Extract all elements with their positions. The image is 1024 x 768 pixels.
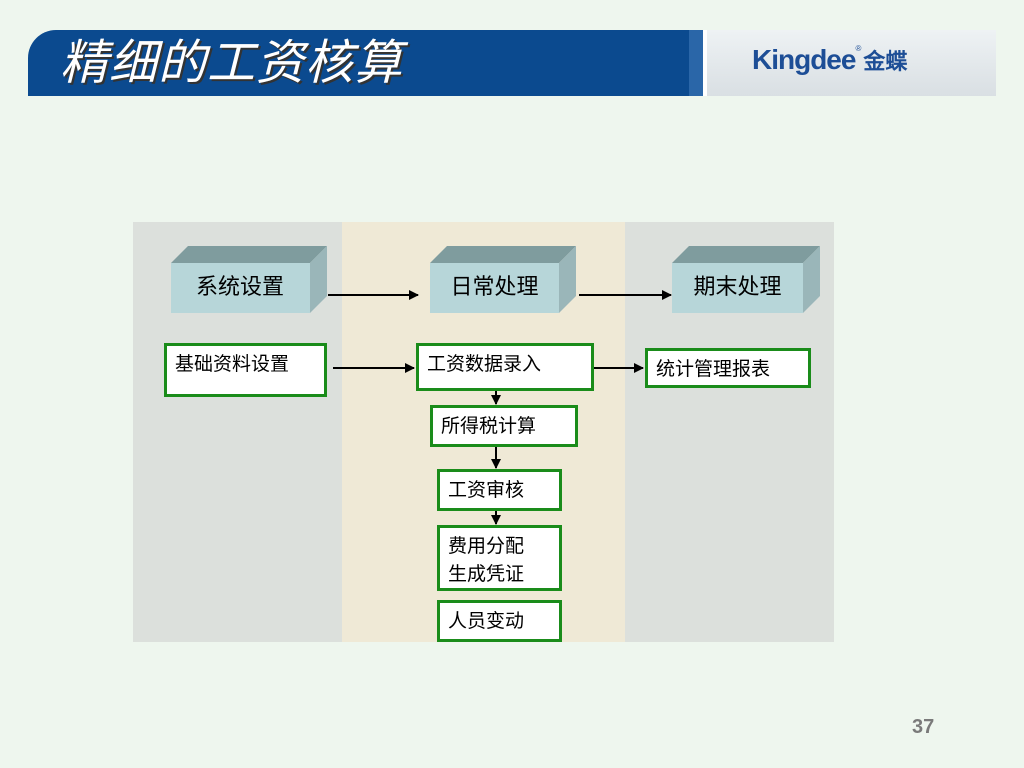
box-basic-data-setup: 基础资料设置 <box>164 343 327 397</box>
salary-flow-diagram: 系统设置 日常处理 期末处理 基础资料设置 工资数据录入 <box>133 222 834 642</box>
header-divider <box>703 30 707 96</box>
header-logo-panel <box>707 30 996 96</box>
box-statistics-report: 统计管理报表 <box>645 348 811 388</box>
stage-label: 日常处理 <box>450 275 539 300</box>
header-title-panel: 精细的工资核算 <box>28 30 689 96</box>
stage-label: 系统设置 <box>195 275 284 300</box>
flow-arrows <box>328 290 672 525</box>
box-label: 人员变动 <box>448 610 525 632</box>
kingdee-logo: Kingdee®金蝶 <box>752 44 907 76</box>
stage-period-end: 期末处理 <box>672 246 828 313</box>
stage-label: 期末处理 <box>693 275 782 300</box>
stage-daily-processing: 日常处理 <box>430 246 586 313</box>
page-title: 精细的工资核算 <box>60 35 404 91</box>
box-staff-change: 人员变动 <box>437 600 562 642</box>
box-expense-allocation-voucher: 费用分配生成凭证 <box>437 525 562 591</box>
box-income-tax-calc: 所得税计算 <box>430 405 578 447</box>
stage-3d-shape <box>171 246 327 313</box>
box-label: 工资审核 <box>448 479 525 501</box>
box-salary-data-entry: 工资数据录入 <box>416 343 594 391</box>
header-bar: 精细的工资核算 <box>28 30 996 96</box>
box-label: 费用分配生成凭证 <box>448 532 524 588</box>
stage-3d-shape <box>672 246 820 313</box>
box-label: 所得税计算 <box>441 415 537 437</box>
box-label-line1: 费用分配 <box>448 535 525 557</box>
logo-latin-text: Kingdee <box>752 44 856 75</box>
logo-registered-mark: ® <box>855 44 862 53</box>
header-stripe <box>689 30 703 96</box>
box-label-line2: 生成凭证 <box>448 563 525 585</box>
stage-3d-shape <box>430 246 576 313</box>
page-number: 37 <box>912 716 935 738</box>
box-label: 工资数据录入 <box>427 353 542 375</box>
box-label: 基础资料设置 <box>175 353 290 375</box>
logo-chinese-text: 金蝶 <box>863 50 908 75</box>
stage-system-setup: 系统设置 <box>171 246 327 313</box>
box-label: 统计管理报表 <box>656 358 771 380</box>
box-salary-audit: 工资审核 <box>437 469 562 511</box>
